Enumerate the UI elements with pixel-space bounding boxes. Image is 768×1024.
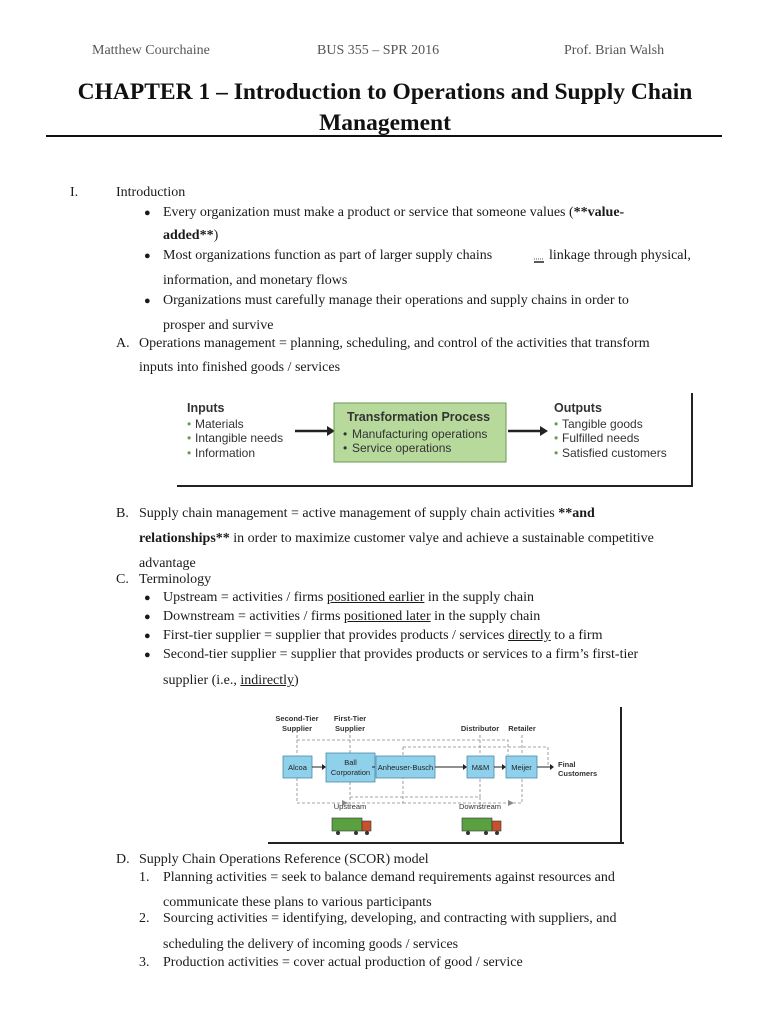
bullet-dot: • — [187, 417, 191, 431]
scor-2-label: 2. — [139, 911, 150, 926]
bullet-dot: • — [554, 446, 558, 460]
bullet-dot: • — [554, 417, 558, 431]
scor-1-label: 1. — [139, 870, 150, 885]
box-ball-corporation — [325, 752, 376, 783]
transformation-process-diagram: Inputs • Materials • Intangible needs • … — [177, 393, 693, 487]
output-item: Tangible goods — [562, 417, 643, 431]
label-second-tier: Second-Tier — [275, 714, 318, 723]
label-first-tier: Supplier — [335, 724, 365, 733]
item-b-line-1: Supply chain management = active managem… — [139, 506, 595, 521]
bullet-3-line-1: Organizations must carefully manage thei… — [163, 293, 629, 308]
arrow-head — [540, 426, 548, 436]
scor-3-line-1: Production activities = cover actual pro… — [163, 955, 523, 970]
arrow-head — [327, 426, 335, 436]
input-item: Information — [195, 446, 255, 460]
process-item: Manufacturing operations — [352, 427, 487, 441]
scor-1-line-2: communicate these plans to various parti… — [163, 895, 432, 910]
page-title: CHAPTER 1 – Introduction to Operations a… — [40, 77, 730, 139]
term-upstream: Upstream = activities / firms positioned… — [163, 590, 535, 605]
item-d-label: D. — [116, 852, 130, 867]
label-retailer: Retailer — [508, 724, 536, 733]
final-customers-label: Customers — [558, 769, 597, 778]
item-d-heading: Supply Chain Operations Reference (SCOR)… — [139, 852, 429, 867]
downstream-label: Downstream — [459, 802, 501, 811]
return-flow-lines — [296, 735, 549, 767]
item-c-label: C. — [116, 572, 129, 587]
bullet-3-line-2: prosper and survive — [163, 318, 274, 333]
scor-2-line-1: Sourcing activities = identifying, devel… — [163, 911, 617, 926]
process-title: Transformation Process — [347, 410, 490, 424]
box-ball-label: Ball — [344, 758, 357, 767]
bullet-dot: ● — [144, 649, 151, 661]
truck-icon — [461, 817, 502, 835]
bullet-dot: ● — [144, 630, 151, 642]
title-rule — [46, 135, 722, 137]
header-author: Matthew Courchaine — [92, 43, 210, 58]
upstream-downstream-lines — [296, 778, 523, 809]
linkage-arrow-icon — [534, 258, 544, 263]
output-item: Satisfied customers — [562, 446, 667, 460]
bullet-dot: • — [554, 431, 558, 445]
header-professor: Prof. Brian Walsh — [564, 43, 665, 58]
arrow-head — [463, 764, 467, 770]
section-numeral: I. — [70, 185, 79, 200]
item-c-heading: Terminology — [139, 572, 212, 587]
truck-icon — [331, 817, 372, 835]
header-course: BUS 355 – SPR 2016 — [317, 43, 440, 58]
scor-3-label: 3. — [139, 955, 150, 970]
title-line-2: Management — [319, 110, 451, 136]
term-downstream: Downstream = activities / firms position… — [163, 609, 541, 624]
label-second-tier: Supplier — [282, 724, 312, 733]
scor-2-line-2: scheduling the delivery of incoming good… — [163, 937, 459, 952]
item-a-line-2: inputs into finished goods / services — [139, 360, 341, 375]
box-meijer-label: Meijer — [511, 763, 532, 772]
bullet-2-line-1b: linkage through physical, — [549, 248, 691, 263]
term-second-tier-line-1: Second-tier supplier = supplier that pro… — [163, 647, 639, 662]
box-alcoa-label: Alcoa — [288, 763, 308, 772]
term-first-tier: First-tier supplier = supplier that prov… — [163, 628, 603, 643]
box-anheuser-label: Anheuser-Busch — [378, 763, 433, 772]
outputs-title: Outputs — [554, 401, 602, 415]
bullet-1-line-1: Every organization must make a product o… — [163, 205, 625, 220]
bullet-dot: ● — [144, 250, 151, 262]
bullet-2-line-1: Most organizations function as part of l… — [163, 248, 493, 263]
input-item: Materials — [195, 417, 244, 431]
title-line-1: CHAPTER 1 – Introduction to Operations a… — [77, 79, 693, 105]
box-mm-label: M&M — [472, 763, 490, 772]
arrow-head — [322, 764, 326, 770]
bullet-dot: ● — [144, 295, 151, 307]
bullet-dot: • — [343, 441, 347, 455]
bullet-dot: ● — [144, 592, 151, 604]
arrow-head — [342, 800, 348, 806]
final-customers-label: Final — [558, 760, 576, 769]
item-a-line-1: Operations management = planning, schedu… — [139, 336, 650, 351]
section-heading: Introduction — [116, 185, 186, 200]
bullet-dot: ● — [144, 207, 151, 219]
arrow-head — [508, 800, 514, 806]
term-second-tier-line-2: supplier (i.e., indirectly) — [163, 673, 299, 688]
label-distributor: Distributor — [461, 724, 499, 733]
box-ball-label: Corporation — [331, 768, 370, 777]
item-b-line-2: relationships** in order to maximize cus… — [139, 531, 654, 546]
supply-chain-diagram: Second-Tier Supplier First-Tier Supplier… — [268, 707, 624, 844]
bullet-1-line-2: added**) — [163, 228, 219, 243]
process-item: Service operations — [352, 441, 451, 455]
scor-1-line-1: Planning activities = seek to balance de… — [163, 870, 615, 885]
bullet-dot: • — [187, 431, 191, 445]
item-b-label: B. — [116, 506, 129, 521]
bullet-2-line-2: information, and monetary flows — [163, 273, 348, 288]
upstream-label: Upstream — [334, 802, 367, 811]
bullet-dot: • — [187, 446, 191, 460]
item-a-label: A. — [116, 336, 130, 351]
inputs-title: Inputs — [187, 401, 225, 415]
bullet-dot: • — [343, 427, 347, 441]
output-item: Fulfilled needs — [562, 431, 639, 445]
arrow-head — [502, 764, 506, 770]
label-first-tier: First-Tier — [334, 714, 366, 723]
process-box — [333, 402, 507, 463]
arrow-head — [550, 764, 554, 770]
bullet-dot: ● — [144, 611, 151, 623]
item-b-line-3: advantage — [139, 556, 196, 571]
input-item: Intangible needs — [195, 431, 283, 445]
